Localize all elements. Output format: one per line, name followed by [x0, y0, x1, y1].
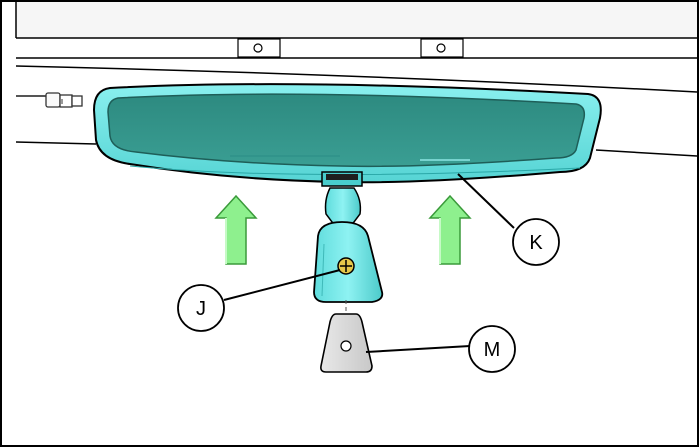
- rearview-mirror: [92, 83, 602, 184]
- callout-j: J: [177, 284, 225, 332]
- callout-k: K: [512, 218, 560, 266]
- windshield-edge-right: [595, 149, 698, 157]
- windshield-bracket: [320, 313, 373, 373]
- callout-label-j: J: [196, 298, 206, 320]
- up-arrow-icon: [214, 194, 258, 265]
- callout-label-m: M: [484, 339, 501, 361]
- windshield-edge-left: [15, 141, 97, 145]
- callout-label-k: K: [529, 232, 543, 254]
- leader-line-k: [457, 173, 515, 229]
- headliner: [15, 2, 698, 93]
- wire-connector-icon: [16, 92, 83, 108]
- leader-line-m: [365, 345, 471, 353]
- mirror-stem: [321, 171, 363, 231]
- callout-m: M: [468, 325, 516, 373]
- up-arrow-icon: [428, 194, 472, 265]
- mirror-glass: [107, 93, 586, 168]
- screw-icon: [337, 257, 355, 275]
- leader-line-j: [223, 269, 341, 301]
